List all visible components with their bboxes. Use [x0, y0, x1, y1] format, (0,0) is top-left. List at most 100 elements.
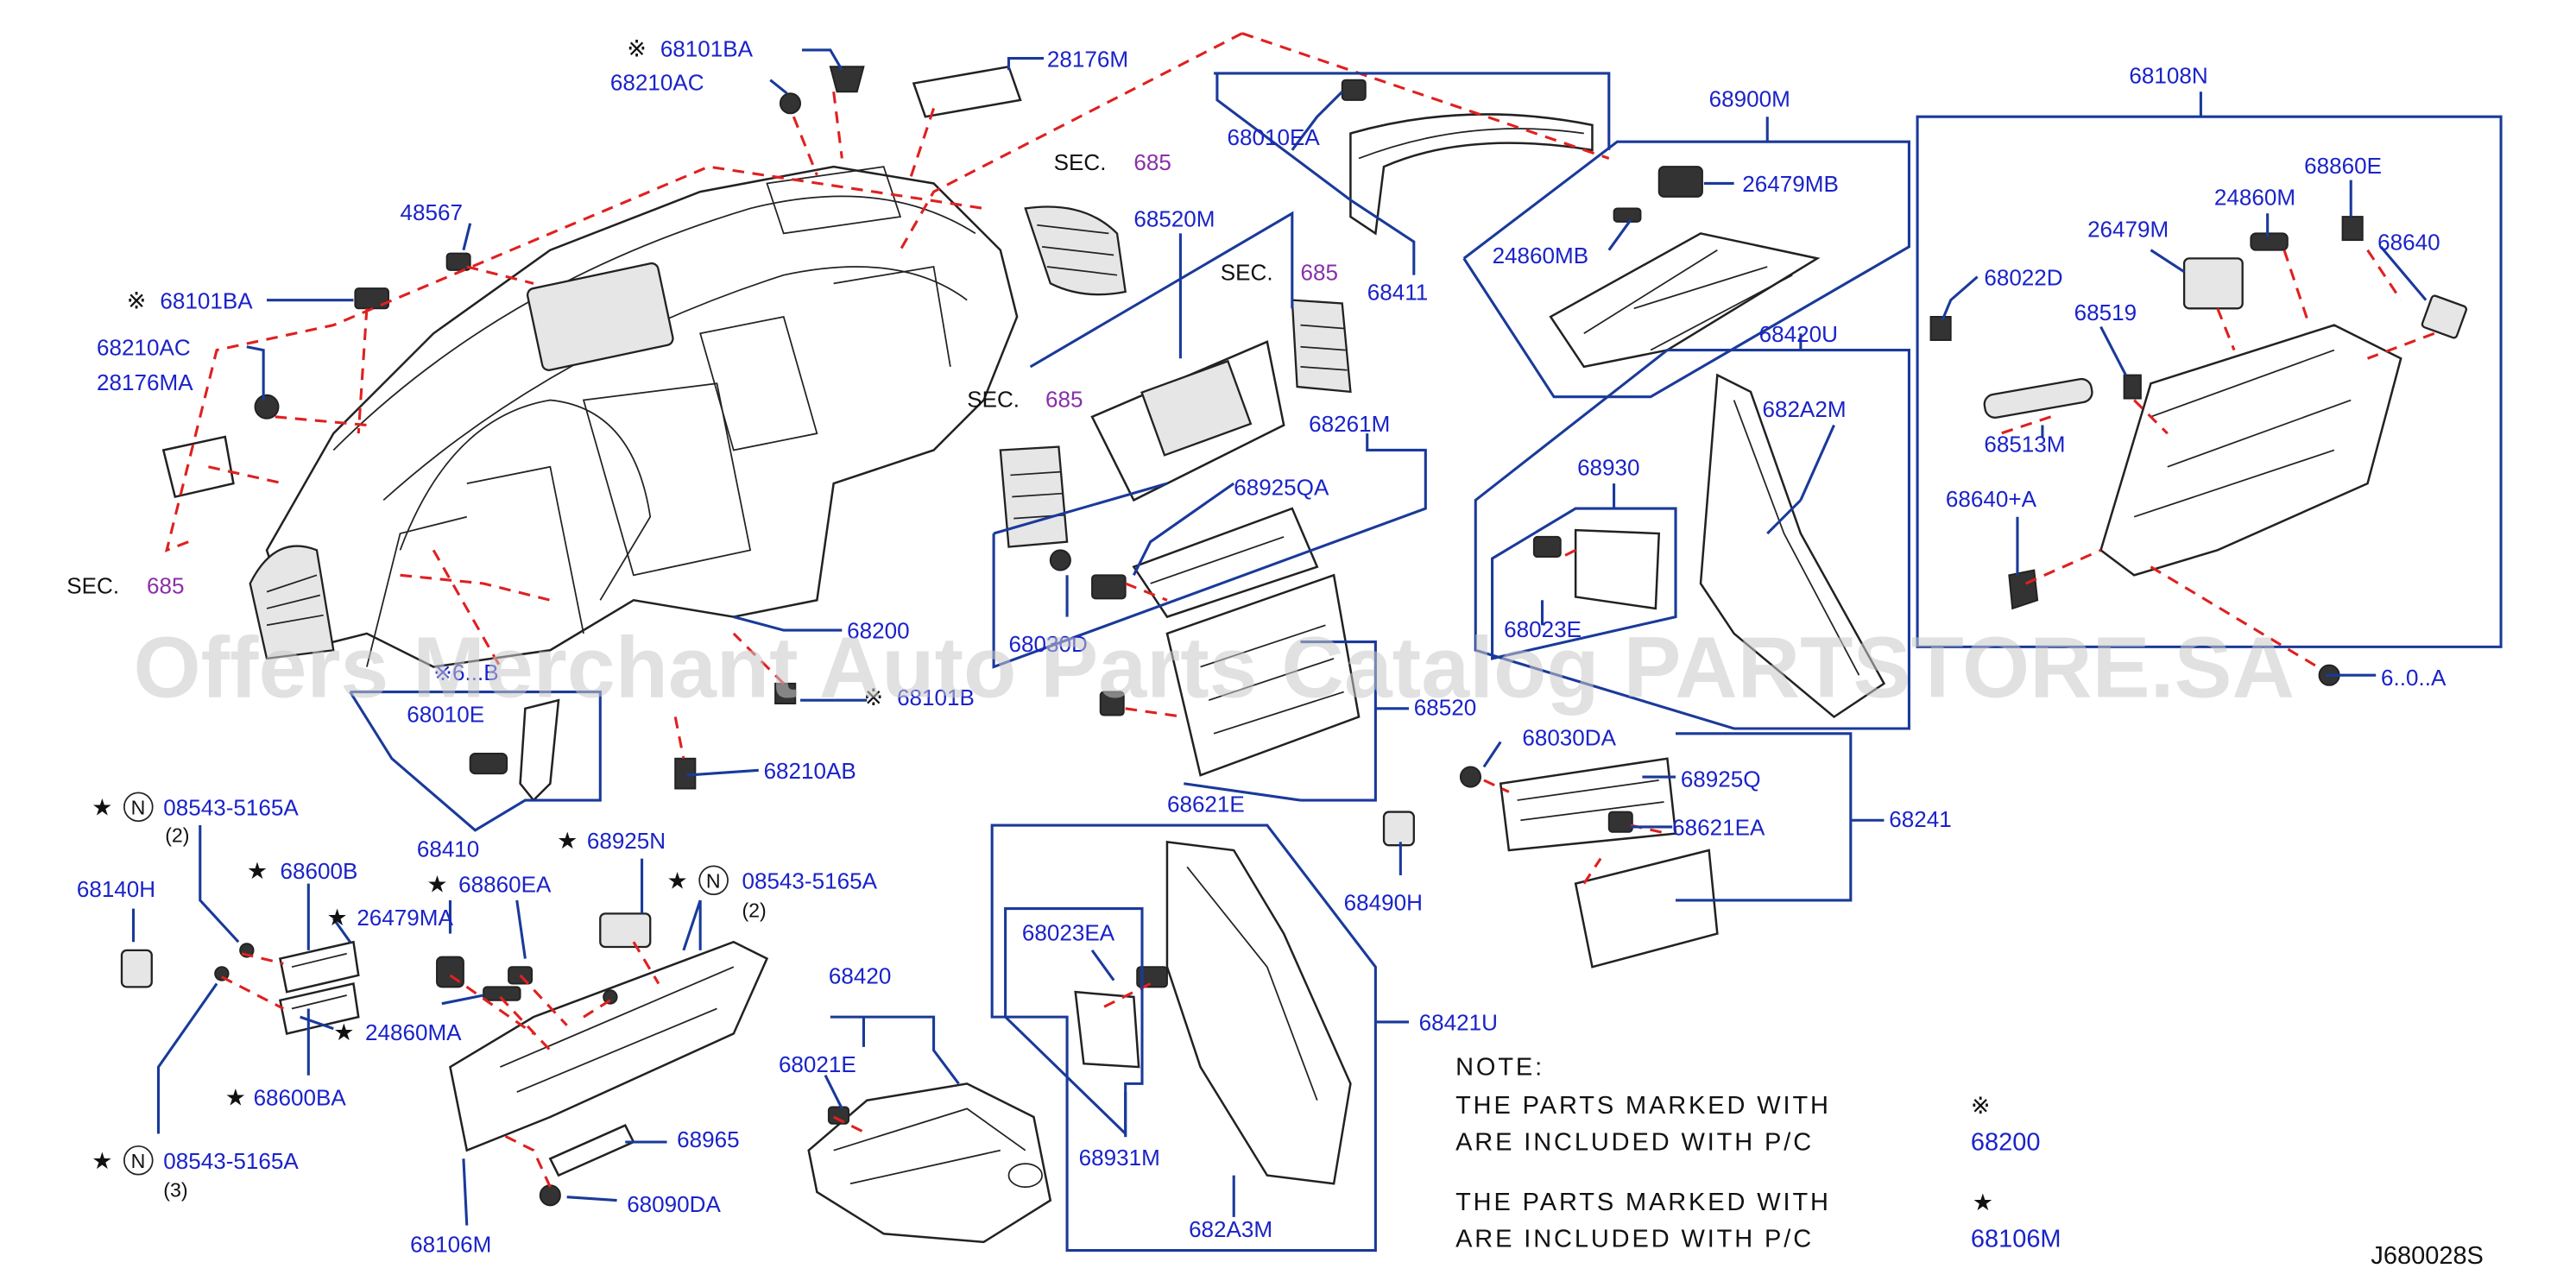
star-mark: ★ [667, 868, 688, 893]
vent-685-right [1291, 299, 1352, 394]
star-mark: ★ [327, 905, 348, 931]
quantity-label: (2) [742, 899, 766, 921]
note-block: NOTE: THE PARTS MARKED WITH ※ ARE INCLUD… [1455, 1054, 2061, 1253]
part-label: 68210AC [97, 334, 191, 360]
pillar-trim-68420U [1532, 373, 1886, 719]
part-label: 68210AC [610, 69, 704, 95]
n-circle-icon [698, 865, 729, 896]
part-label: 68925Q [1681, 767, 1761, 792]
part-label: 26479M [2087, 216, 2169, 242]
part-label: 08543-5165A [163, 794, 299, 820]
fasteners [161, 65, 2340, 1207]
star-mark: ★ [557, 828, 578, 854]
quantity-label: (3) [163, 1179, 187, 1202]
part-label: 68411 [1367, 280, 1429, 306]
part-label: 26479MB [1742, 171, 1839, 197]
note-line-4: ARE INCLUDED WITH P/C [1455, 1226, 1814, 1253]
part-label: 68519 [2074, 300, 2137, 325]
part-label: 68023EA [1022, 919, 1115, 945]
part-label: 28176MA [97, 369, 193, 395]
side-vent-left [249, 545, 335, 660]
section-ref-number: 685 [1133, 149, 1171, 175]
diagram-code: J680028S [2371, 1242, 2483, 1270]
part-label: 68420 [829, 963, 891, 989]
part-label: 68490H [1344, 890, 1423, 916]
knee-panel-68421U [1074, 840, 1352, 1185]
part-label: 68421U [1419, 1010, 1498, 1036]
part-label: 68101BA [160, 287, 253, 313]
note-line-2: ARE INCLUDED WITH P/C [1455, 1129, 1814, 1157]
note-kome-mark: ※ [1971, 1093, 1991, 1119]
part-label: 68600B [280, 858, 357, 884]
kome-mark: ※ [863, 685, 883, 710]
part-label: 68600BA [254, 1084, 347, 1110]
part-label: 68010EA [1227, 124, 1320, 150]
glove-box-68900M [1549, 166, 1821, 369]
glove-box-lid-68108N [1983, 216, 2468, 610]
part-label: 68930 [1577, 454, 1639, 480]
note-ref-1: 68200 [1971, 1129, 2041, 1157]
n-circle-letter: N [131, 796, 146, 818]
part-label: ※6...B [433, 659, 498, 685]
kome-mark: ※ [127, 287, 147, 313]
top-trim-68411 [1341, 79, 1594, 236]
star-mark: ★ [333, 1019, 354, 1045]
kome-mark: ※ [627, 36, 647, 62]
part-label: 68925QA [1234, 475, 1329, 501]
part-label: 68022D [1984, 264, 2062, 290]
star-mark: ★ [247, 858, 268, 884]
center-cluster-68261M [1091, 507, 1319, 619]
part-label: 28176M [1047, 46, 1128, 72]
star-mark: ★ [225, 1084, 246, 1110]
part-label: 68261M [1309, 411, 1390, 437]
clip-68490H [1382, 811, 1415, 847]
part-label: 68520M [1133, 206, 1215, 232]
quantity-label: (2) [165, 824, 189, 846]
part-label: 6..0..A [2381, 665, 2447, 691]
bracket-68410 [469, 698, 560, 802]
n-circle-letter: N [706, 869, 721, 892]
watermark-text: Offers Merchant Auto Parts Catalog PARTS… [134, 619, 2295, 716]
leader-lines [131, 48, 2503, 1253]
vent-685-lower [999, 445, 1069, 548]
part-label: 68010E [407, 701, 484, 727]
part-label: 26479MA [357, 905, 453, 931]
part-label: 68925N [587, 828, 666, 854]
part-label: 24860M [2214, 185, 2295, 211]
part-label: 24860MB [1493, 243, 1589, 268]
n-circle-letter: N [131, 1150, 146, 1172]
section-ref-number: 685 [1045, 386, 1083, 412]
part-label: 68420U [1759, 321, 1838, 347]
star-mark: ★ [92, 794, 112, 820]
part-label: 68108N [2129, 63, 2207, 89]
part-label: 24860MA [365, 1019, 462, 1045]
n-circle-icon [123, 792, 154, 823]
part-label: 68200 [847, 618, 909, 644]
section-ref-label: SEC. [967, 386, 1020, 412]
switch-assembly-68600 [278, 940, 360, 1035]
note-line-3: THE PARTS MARKED WITH [1455, 1189, 1831, 1216]
part-label: 68860EA [458, 871, 552, 897]
part-label: 68023E [1504, 616, 1582, 642]
n-circle-icon [123, 1145, 154, 1176]
part-label: 68640 [2377, 230, 2440, 256]
part-label: 682A2M [1762, 396, 1846, 422]
part-label: 68021E [779, 1051, 856, 1077]
part-label: 68241 [1889, 806, 1951, 832]
part-label: 68513M [1984, 431, 2065, 457]
section-ref-label: SEC. [66, 573, 119, 599]
center-vent-685 [1024, 205, 1127, 296]
star-mark: ★ [92, 1148, 112, 1174]
section-ref-number: 685 [147, 573, 184, 599]
part-labels: ※ 68101BA 68210AC 28176M SEC. 685 68520M… [66, 36, 2447, 1258]
note-star-mark: ★ [1973, 1190, 1993, 1215]
part-label: 68140H [77, 876, 155, 902]
instrument-panel-68200 [265, 165, 1019, 668]
part-label: 68860E [2304, 153, 2382, 179]
part-label: 68621E [1167, 792, 1245, 817]
part-label: 68030DA [1522, 724, 1616, 750]
clip-68140H [120, 949, 153, 988]
part-label: 68101BA [660, 36, 754, 62]
